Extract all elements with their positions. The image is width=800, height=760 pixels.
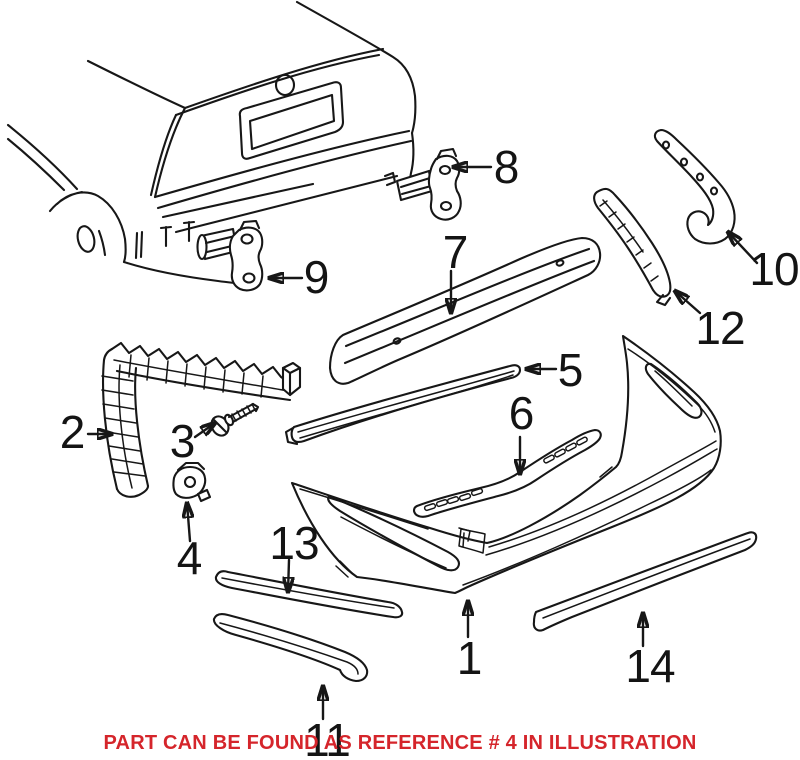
callout-label-5: 5 bbox=[557, 344, 584, 396]
part-9-bracket-drawing bbox=[196, 219, 264, 292]
arrow-3 bbox=[193, 423, 215, 439]
arrow-10 bbox=[728, 232, 759, 265]
part-5-absorber-strip-drawing bbox=[284, 364, 522, 446]
callout-label-12: 12 bbox=[695, 302, 745, 354]
part-13-molding-strip-drawing bbox=[214, 570, 404, 619]
callout-label-4: 4 bbox=[176, 532, 203, 584]
callout-label-8: 8 bbox=[493, 141, 520, 193]
part-3-screw-drawing bbox=[210, 402, 260, 437]
callout-label-11: 11 bbox=[304, 714, 351, 760]
arrow-12 bbox=[675, 291, 702, 315]
car-rear-drawing bbox=[6, 0, 417, 287]
callout-label-2: 2 bbox=[59, 406, 86, 458]
callout-label-1: 1 bbox=[456, 632, 483, 684]
part-10-retainer-strip-drawing bbox=[653, 128, 736, 245]
callout-arrows bbox=[86, 167, 759, 721]
part-12-retainer-strip-drawing bbox=[593, 187, 672, 307]
part-1-bumper-cover-drawing bbox=[290, 334, 722, 595]
part-7-impact-bar-drawing bbox=[328, 236, 602, 385]
part-14-step-pad-drawing bbox=[532, 531, 758, 632]
part-2-side-support-drawing bbox=[101, 341, 302, 498]
callout-label-9: 9 bbox=[303, 251, 330, 303]
callout-label-3: 3 bbox=[169, 415, 196, 467]
callout-label-14: 14 bbox=[625, 640, 675, 692]
callout-label-10: 10 bbox=[749, 243, 799, 295]
part-11-molding-strip-drawing bbox=[212, 613, 369, 683]
part-4-clip-drawing bbox=[172, 461, 212, 503]
arrow-4 bbox=[187, 503, 190, 543]
callout-label-6: 6 bbox=[508, 387, 535, 439]
callout-label-7: 7 bbox=[442, 226, 469, 278]
arrow-13 bbox=[288, 558, 289, 592]
callout-label-13: 13 bbox=[269, 517, 319, 569]
part-8-bracket-drawing bbox=[395, 147, 462, 221]
reference-caption: PART CAN BE FOUND AS REFERENCE # 4 IN IL… bbox=[103, 732, 697, 754]
